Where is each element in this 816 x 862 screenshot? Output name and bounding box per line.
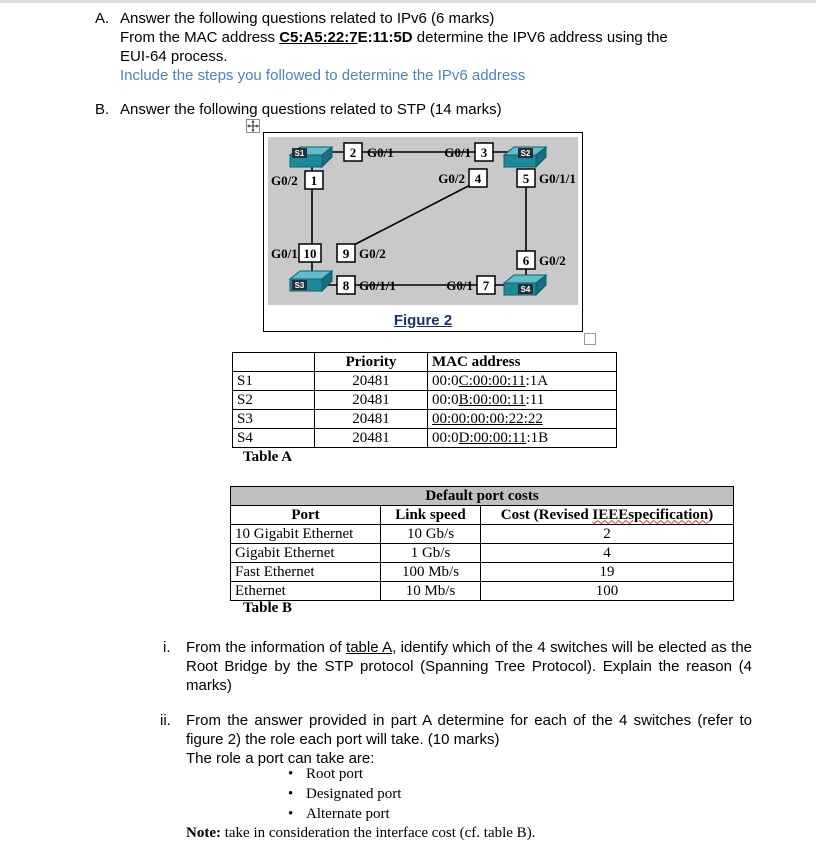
- table-a-header-row: Priority MAC address: [232, 352, 617, 372]
- iface-label-p8: G0/1/1: [359, 278, 396, 293]
- switch-icon-s2: S2: [502, 145, 548, 169]
- figure-caption: Figure 2: [393, 312, 453, 329]
- figure-frame: 2 3 1 4 5 10 9 6 8 7 G0/1 G0/1 G0/2 G0/2: [263, 132, 583, 332]
- table-row: S1 20481 00:0C:00:00:11:1A: [232, 371, 617, 391]
- table-b-title-row: Default port costs: [229, 486, 735, 506]
- question-ii-label: ii.: [160, 712, 171, 729]
- section-a-paragraph: Answer the following questions related t…: [120, 9, 760, 85]
- mac-address-rest: E:11:5D: [357, 29, 413, 46]
- section-b-line1: Answer the following questions related t…: [120, 101, 502, 118]
- svg-text:9: 9: [343, 246, 350, 261]
- table-a-reference: table A: [346, 639, 393, 656]
- svg-text:6: 6: [523, 253, 530, 268]
- port-box-3: 3: [474, 142, 494, 162]
- question-ii-text: From the answer provided in part A deter…: [186, 712, 752, 748]
- svg-text:4: 4: [475, 171, 482, 186]
- iface-label-p7: G0/1: [446, 278, 473, 293]
- table-b-header-row: Port Link speed Cost (Revised IEEEspecif…: [230, 505, 735, 525]
- question-ii-subtext: The role a port can take are:: [186, 750, 375, 767]
- svg-text:S1: S1: [295, 149, 305, 158]
- svg-text:1: 1: [311, 173, 318, 188]
- network-diagram: 2 3 1 4 5 10 9 6 8 7 G0/1 G0/1 G0/2 G0/2: [268, 137, 578, 305]
- port-box-9: 9: [336, 243, 356, 263]
- iface-label-p2: G0/1: [367, 145, 394, 160]
- section-a-line1: Answer the following questions related t…: [120, 10, 495, 27]
- interface-labels: G0/1 G0/1 G0/2 G0/2 G0/1/1 G0/1 G0/2 G0/…: [271, 145, 576, 293]
- table-row: S2 20481 00:0B:00:00:11:11: [232, 390, 617, 410]
- port-box-5: 5: [516, 168, 536, 188]
- iface-label-p6: G0/2: [539, 253, 566, 268]
- table-a-col-priority: Priority: [314, 352, 428, 372]
- mac-address-text: C5:A5:22:7: [279, 29, 358, 46]
- table-b: Default port costs Port Link speed Cost …: [229, 486, 735, 601]
- question-ii-block: From the answer provided in part A deter…: [186, 711, 752, 768]
- svg-text:3: 3: [481, 145, 488, 160]
- list-item: Designated port: [288, 784, 401, 804]
- page-top-edge: [0, 0, 816, 3]
- svg-text:7: 7: [483, 278, 490, 293]
- table-row: Ethernet 10 Mb/s 100: [230, 581, 735, 601]
- table-b-col-port: Port: [230, 505, 381, 525]
- section-a-line2: From the MAC address C5:A5:22:7E:11:5D d…: [120, 29, 668, 46]
- topology-links: [311, 151, 527, 286]
- svg-text:2: 2: [350, 145, 357, 160]
- table-b-caption: Table B: [243, 600, 293, 616]
- resize-handle[interactable]: [584, 333, 596, 345]
- svg-text:5: 5: [523, 171, 530, 186]
- table-row: Fast Ethernet 100 Mb/s 19: [230, 562, 735, 582]
- port-box-7: 7: [476, 275, 496, 295]
- iface-label-p1: G0/2: [271, 173, 298, 188]
- section-b-label: B.: [95, 101, 110, 118]
- switch-icon-s3: S3: [288, 269, 334, 293]
- svg-text:8: 8: [343, 278, 350, 293]
- port-box-4: 4: [468, 168, 488, 188]
- section-a-line3: EUI-64 process.: [120, 48, 228, 65]
- iface-label-p5: G0/1/1: [539, 171, 576, 186]
- port-box-10: 10: [298, 243, 322, 263]
- port-box-2: 2: [343, 142, 363, 162]
- table-a-col-mac: MAC address: [427, 352, 617, 372]
- section-a-blue-instruction: Include the steps you followed to determ…: [120, 67, 526, 84]
- bullet-list: Root port Designated port Alternate port: [288, 764, 401, 824]
- list-item: Root port: [288, 764, 401, 784]
- table-b-col-cost: Cost (Revised IEEEspecification): [479, 505, 735, 525]
- svg-text:S2: S2: [521, 149, 531, 158]
- port-box-1: 1: [304, 170, 324, 190]
- switch-icon-s1: S1: [288, 145, 334, 169]
- iface-label-p3: G0/1: [444, 145, 471, 160]
- iface-label-p4: G0/2: [438, 171, 465, 186]
- svg-text:S3: S3: [295, 281, 305, 290]
- move-anchor-icon[interactable]: [246, 119, 260, 133]
- note-text: Note: take in consideration the interfac…: [186, 825, 536, 841]
- port-box-8: 8: [336, 275, 356, 295]
- table-b-col-speed: Link speed: [380, 505, 481, 525]
- question-i-label: i.: [163, 639, 171, 656]
- table-row: S3 20481 00:00:00:00:22:22: [232, 409, 617, 429]
- list-item: Alternate port: [288, 804, 401, 824]
- table-row: 10 Gigabit Ethernet 10 Gb/s 2: [230, 524, 735, 544]
- port-box-6: 6: [516, 250, 536, 270]
- iface-label-p10: G0/1: [271, 246, 298, 261]
- table-a: Priority MAC address S1 20481 00:0C:00:0…: [232, 352, 617, 448]
- table-a-caption: Table A: [243, 449, 293, 465]
- table-row: S4 20481 00:0D:00:00:11:1B: [232, 428, 617, 448]
- iface-label-p9: G0/2: [359, 246, 386, 261]
- table-b-title: Default port costs: [229, 486, 735, 506]
- port-boxes: 2 3 1 4 5 10 9 6 8 7: [298, 142, 536, 295]
- question-i-text: From the information of table A, identif…: [186, 639, 752, 694]
- svg-text:S4: S4: [521, 285, 531, 294]
- section-a-label: A.: [95, 10, 110, 27]
- table-row: Gigabit Ethernet 1 Gb/s 4: [230, 543, 735, 563]
- switch-icon-s4: S4: [502, 273, 548, 297]
- svg-text:10: 10: [304, 246, 317, 261]
